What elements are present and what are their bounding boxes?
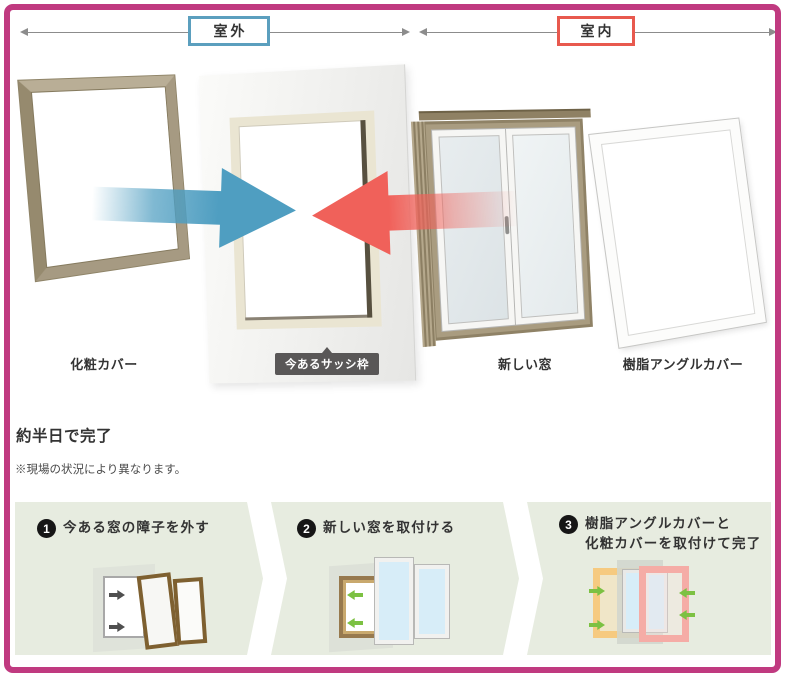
step-3-panel: 3 樹脂アングルカバーと 化粧カバーを取付けて完了 xyxy=(527,502,771,655)
step-3-label-line1: 樹脂アングルカバーと xyxy=(585,516,732,531)
step-2-number-badge: 2 xyxy=(297,519,316,538)
indoor-label: 室内 xyxy=(580,23,615,39)
step-2-header: 2 新しい窓を取付ける xyxy=(297,518,455,538)
attach-arrow-icon xyxy=(589,620,605,630)
site-condition-note: ※現場の状況により異なります。 xyxy=(15,464,187,476)
resin-cover-label: 樹脂アングルカバー xyxy=(622,357,744,372)
attach-arrow-icon xyxy=(679,610,695,620)
step-3-header: 3 樹脂アングルカバーと 化粧カバーを取付けて完了 xyxy=(559,514,761,553)
old-sash-shape xyxy=(173,577,208,645)
outdoor-label: 室外 xyxy=(213,23,248,39)
outdoor-legend-box: 室外 xyxy=(188,16,270,46)
sash-shape xyxy=(646,572,667,632)
new-window-left-sash xyxy=(432,128,515,331)
step-1-window-icon xyxy=(93,560,225,656)
resin-cover-shape xyxy=(639,566,689,642)
new-sash-shape xyxy=(415,565,449,638)
cover-label: 化粧カバー xyxy=(70,357,138,372)
step-2-panel: 2 新しい窓を取付ける xyxy=(271,502,519,655)
frame-shape xyxy=(339,576,381,638)
step-1-panel: 1 今ある窓の障子を外す xyxy=(15,502,263,655)
step-1-header: 1 今ある窓の障子を外す xyxy=(37,518,210,538)
step-2-label: 新しい窓を取付ける xyxy=(323,520,456,535)
decorative-cover-illustration xyxy=(18,75,190,282)
new-sash-shape xyxy=(375,558,413,644)
step-3-window-icon xyxy=(589,560,713,652)
existing-sash-label: 今あるサッシ枠 xyxy=(285,359,369,371)
step-1-number-badge: 1 xyxy=(37,519,56,538)
step-3-number-badge: 3 xyxy=(559,515,578,534)
install-arrow-icon xyxy=(347,618,363,628)
install-arrow-icon xyxy=(347,590,363,600)
new-window-illustration xyxy=(410,108,593,348)
remove-arrow-icon xyxy=(109,590,125,600)
remove-arrow-icon xyxy=(109,622,125,632)
attach-arrow-icon xyxy=(679,588,695,598)
new-window-sashes xyxy=(430,126,586,333)
step-1-label: 今ある窓の障子を外す xyxy=(63,520,210,535)
diagram-canvas: 室外 室内 今あるサッシ枠 化粧カバー 新しい窓 樹脂アングルカバー 約半日で完… xyxy=(4,4,781,673)
step-3-label-line2: 化粧カバーを取付けて完了 xyxy=(585,535,762,551)
attach-arrow-icon xyxy=(589,586,605,596)
new-window-fin xyxy=(418,108,591,121)
indoor-legend-box: 室内 xyxy=(557,16,635,46)
resin-angle-cover-illustration xyxy=(589,118,766,348)
duration-heading: 約半日で完了 xyxy=(16,428,113,445)
step-2-window-icon xyxy=(329,556,469,654)
new-window-label: 新しい窓 xyxy=(497,357,552,372)
existing-sash-badge: 今あるサッシ枠 xyxy=(275,347,379,375)
